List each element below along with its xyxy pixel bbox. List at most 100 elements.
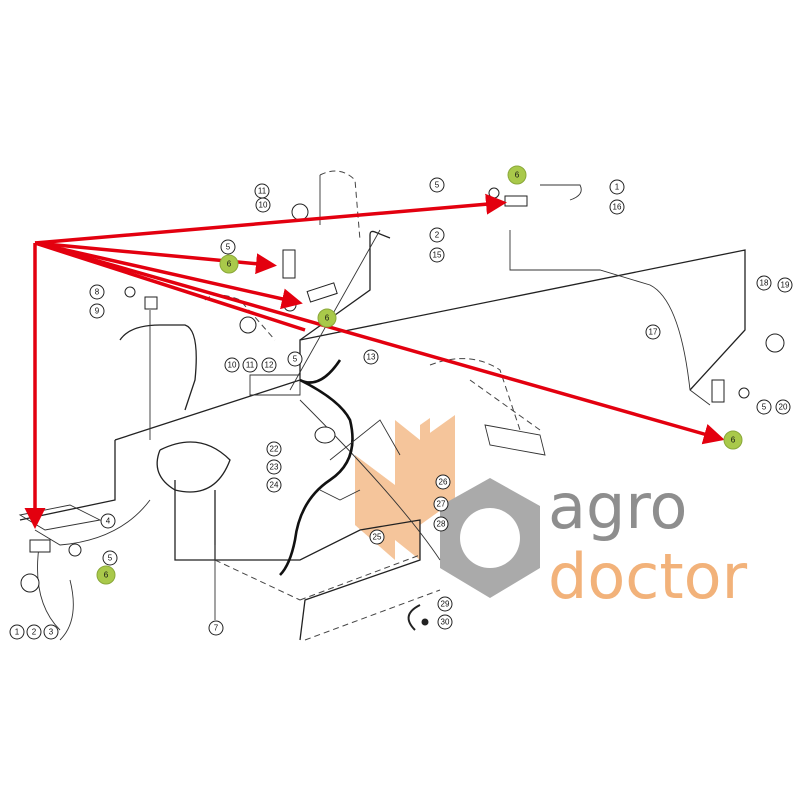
callout-number: 28 — [437, 520, 446, 529]
callout-part-5: 5 — [756, 399, 772, 415]
callout-circle — [429, 227, 445, 243]
callout-number: 11 — [246, 361, 255, 370]
callout-circle — [96, 565, 116, 585]
callout-circle — [433, 516, 449, 532]
components — [20, 187, 785, 631]
callout-circle — [89, 303, 105, 319]
callout-number: 29 — [441, 600, 450, 609]
callout-part-25: 25 — [369, 529, 385, 545]
callout-number: 2 — [435, 231, 440, 240]
callout-number: 18 — [760, 279, 769, 288]
callout-number: 6 — [731, 436, 736, 445]
callout-circle — [609, 199, 625, 215]
callout-number: 7 — [214, 624, 219, 633]
callout-part-28: 28 — [433, 516, 449, 532]
watermark-agro: agro — [548, 470, 687, 543]
arrow-to-part-6-top — [34, 193, 507, 245]
callout-circle — [102, 550, 118, 566]
callout-part-26: 26 — [435, 474, 451, 490]
callout-circle — [429, 177, 445, 193]
callout-circle — [266, 477, 282, 493]
callout-part-13: 13 — [363, 349, 379, 365]
callout-number: 5 — [435, 181, 440, 190]
callout-number: 5 — [293, 355, 298, 364]
callout-part-5: 5 — [287, 351, 303, 367]
callout-circle — [723, 430, 743, 450]
callout-number: 16 — [613, 203, 622, 212]
callout-part-6-highlighted: 6 — [723, 430, 743, 450]
callout-part-1: 1 — [609, 179, 625, 195]
callout-part-27: 27 — [433, 496, 449, 512]
callout-circle — [266, 459, 282, 475]
callout-number: 12 — [265, 361, 274, 370]
callout-part-18: 18 — [756, 275, 772, 291]
callout-number: 13 — [367, 353, 376, 362]
callout-part-19: 19 — [777, 277, 793, 293]
callout-number: 15 — [433, 251, 442, 260]
callout-part-29: 29 — [437, 596, 453, 612]
callout-part-11: 11 — [254, 183, 270, 199]
watermark-doctor: doctor — [548, 540, 748, 613]
callout-circle — [775, 399, 791, 415]
callout-number: 25 — [373, 533, 382, 542]
callout-circle — [369, 529, 385, 545]
callout-circle — [429, 247, 445, 263]
callout-number: 1 — [15, 628, 20, 637]
callout-circle — [219, 254, 239, 274]
callout-part-6-highlighted: 6 — [507, 165, 527, 185]
callout-number: 24 — [270, 481, 279, 490]
callout-number: 6 — [325, 314, 330, 323]
callout-part-6-highlighted: 6 — [317, 308, 337, 328]
callout-number: 6 — [227, 260, 232, 269]
callout-number: 6 — [515, 171, 520, 180]
callout-circle — [220, 239, 236, 255]
callout-circle — [208, 620, 224, 636]
callout-part-10: 10 — [224, 357, 240, 373]
callout-circle — [756, 275, 772, 291]
callout-part-5: 5 — [220, 239, 236, 255]
callout-circle — [507, 165, 527, 185]
callout-circle — [224, 357, 240, 373]
callout-circle — [645, 324, 661, 340]
callout-part-11: 11 — [242, 357, 258, 373]
callout-part-24: 24 — [266, 477, 282, 493]
callout-number: 3 — [49, 628, 54, 637]
callout-number: 19 — [781, 281, 790, 290]
callout-number: 11 — [258, 187, 267, 196]
wiring-harness — [34, 184, 711, 620]
callout-part-6-highlighted: 6 — [96, 565, 116, 585]
callout-circle — [437, 596, 453, 612]
callout-part-5: 5 — [102, 550, 118, 566]
callout-circle — [255, 197, 271, 213]
callout-circle — [26, 624, 42, 640]
callout-part-16: 16 — [609, 199, 625, 215]
callout-part-12: 12 — [261, 357, 277, 373]
callout-circle — [756, 399, 772, 415]
callout-part-8: 8 — [89, 284, 105, 300]
callout-part-20: 20 — [775, 399, 791, 415]
callout-circle — [261, 357, 277, 373]
callout-number: 26 — [439, 478, 448, 487]
callout-part-17: 17 — [645, 324, 661, 340]
callout-part-6-highlighted: 6 — [219, 254, 239, 274]
callout-part-4: 4 — [100, 513, 116, 529]
callout-circle — [100, 513, 116, 529]
callout-number: 8 — [95, 288, 100, 297]
callout-number: 17 — [649, 328, 658, 337]
callout-number: 22 — [270, 445, 279, 454]
callout-circle — [609, 179, 625, 195]
watermark-logo — [355, 415, 540, 598]
callout-part-9: 9 — [89, 303, 105, 319]
callout-circle — [777, 277, 793, 293]
callout-number: 2 — [32, 628, 37, 637]
callout-number: 5 — [108, 554, 113, 563]
callout-part-7: 7 — [208, 620, 224, 636]
callout-circle — [266, 441, 282, 457]
callout-number: 1 — [615, 183, 620, 192]
callout-part-30: 30 — [437, 614, 453, 630]
callout-part-10: 10 — [255, 197, 271, 213]
callout-part-2: 2 — [429, 227, 445, 243]
callout-number: 23 — [270, 463, 279, 472]
